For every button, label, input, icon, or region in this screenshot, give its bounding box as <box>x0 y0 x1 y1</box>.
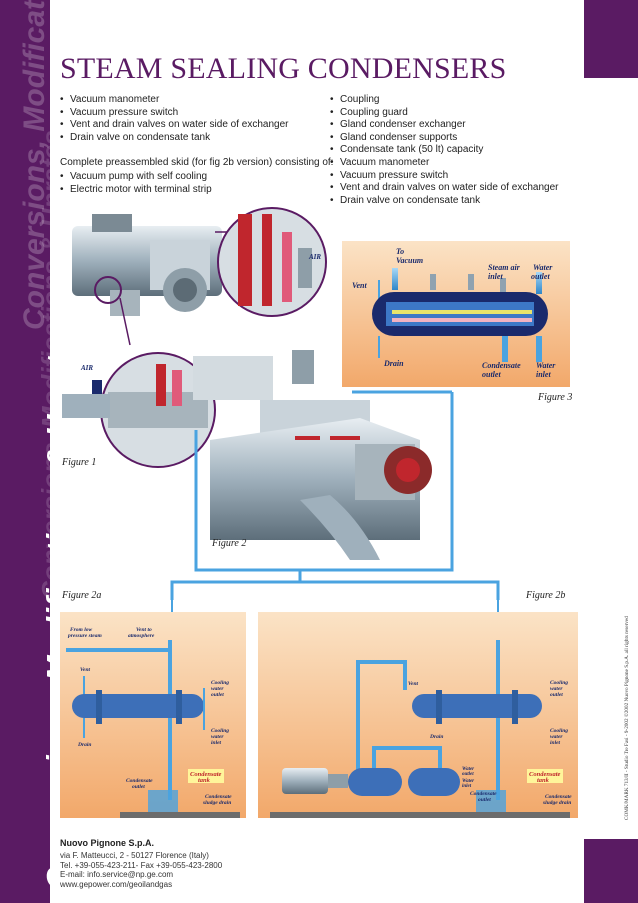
list-item: Drain valve on condensate tank <box>60 132 288 145</box>
side-band: Conversions, Modifications & Uprates Con… <box>0 0 50 903</box>
list-item: Vacuum manometer <box>330 157 558 170</box>
phone-line: Tel. +39-055-423-211- Fax +39-055-423-28… <box>60 860 223 870</box>
list-item: Vacuum manometer <box>60 94 288 107</box>
f2a-drain: Drain <box>77 742 91 748</box>
company-address: via F. Matteucci, 2 - 50127 Florence (It… <box>60 851 222 889</box>
list-item: Drain valve on condensate tank <box>330 195 558 208</box>
f2a-cool-out-3: outlet <box>211 692 224 698</box>
f2a-cond-tank-2: tank <box>198 777 211 784</box>
f2b-cool-in-3: inlet <box>550 740 561 746</box>
f2a-cond-outlet-1: Condensate <box>126 778 153 784</box>
list-item: Coupling guard <box>330 107 558 120</box>
corner-block-top <box>584 0 638 78</box>
f2b-cond-outlet-2: outlet <box>478 797 491 803</box>
f2b-cond-tank-2: tank <box>537 777 550 784</box>
list-item: Vent and drain valves on water side of e… <box>330 182 558 195</box>
f2b-cond-outlet-1: Condensate <box>470 791 497 797</box>
f2a-vent-to-2: atmosphere <box>128 633 155 639</box>
figure-2b-panel <box>258 612 578 818</box>
fig3-cond-outlet-1: Condensate <box>482 361 521 370</box>
fig3-drain: Drain <box>383 359 404 368</box>
list-item: Gland condenser exchanger <box>330 119 558 132</box>
fig3-water-inlet-2: inlet <box>536 370 551 379</box>
fig3-to-vacuum-1: To <box>396 247 404 256</box>
f2b-sludge-2: sludge drain <box>542 800 571 806</box>
fig3-water-outlet-2: outlet <box>531 272 550 281</box>
skid-bullet-list: Vacuum pump with self cooling Electric m… <box>60 171 212 196</box>
f2a-vent: Vent <box>80 667 91 673</box>
f2a-sludge-2: sludge drain <box>202 800 231 806</box>
f2a-vent-to-1: Vent to <box>136 627 152 633</box>
list-item: Gland condenser supports <box>330 132 558 145</box>
f2b-drain: Drain <box>429 734 443 740</box>
figure-3-caption: Figure 3 <box>538 392 573 403</box>
figure-2-caption: Figure 2 <box>212 538 247 549</box>
fig3-water-inlet-1: Water <box>536 361 556 370</box>
copyright-credit: COMK/MARK 713/II - Studio Tre Fasi - 9-2… <box>624 616 630 820</box>
fig1-air-top: AIR <box>308 253 321 261</box>
email-line[interactable]: E-mail: info.service@np.ge.com <box>60 870 174 880</box>
f2a-cool-in-1: Cooling <box>211 728 229 734</box>
f2a-cool-out-1: Cooling <box>211 680 229 686</box>
figure-1-illustration <box>62 207 327 468</box>
list-item: Vacuum pressure switch <box>60 107 288 120</box>
f2a-cond-outlet-2: outlet <box>132 784 145 790</box>
right-bullet-list: Coupling Coupling guard Gland condenser … <box>330 94 558 207</box>
f2a-from-low-2: pressure steam <box>67 633 102 639</box>
figure-2-illustration <box>193 350 432 560</box>
figure-2b-caption: Figure 2b <box>526 590 566 601</box>
page-title: STEAM SEALING CONDENSERS <box>60 52 507 85</box>
f2b-cool-in-1: Cooling <box>550 728 568 734</box>
f2b-cool-out-3: outlet <box>550 692 563 698</box>
f2b-cond-tank-1: Condensate <box>529 771 561 778</box>
corner-block-bottom <box>584 839 638 903</box>
f2b-water-outlet-1: Water <box>462 767 474 772</box>
company-name: Nuovo Pignone S.p.A. <box>60 838 154 848</box>
fig3-steam-air-2: inlet <box>488 272 503 281</box>
f2b-water-outlet-2: outlet <box>462 772 474 777</box>
f2a-sludge-1: Condensate <box>205 794 232 800</box>
f2b-vent: Vent <box>408 681 419 687</box>
left-bullet-list: Vacuum manometer Vacuum pressure switch … <box>60 94 288 144</box>
fig3-cond-outlet-2: outlet <box>482 370 501 379</box>
list-item: Condensate tank (50 lt) capacity <box>330 144 558 157</box>
figure-2a-caption: Figure 2a <box>62 590 102 601</box>
website-line[interactable]: www.gepower.com/geoilandgas <box>60 879 173 889</box>
f2a-cool-in-2: water <box>211 734 224 740</box>
figure-2a-panel <box>60 612 246 818</box>
f2b-cool-out-1: Cooling <box>550 680 568 686</box>
fig3-vent: Vent <box>352 281 367 290</box>
cond-tank-box-2b <box>527 769 563 783</box>
f2b-cool-out-2: water <box>550 686 563 692</box>
cond-tank-box-2a <box>188 769 224 783</box>
f2b-sludge-1: Condensate <box>545 794 572 800</box>
address-line: via F. Matteucci, 2 - 50127 Florence (It… <box>60 851 209 860</box>
f2a-cond-tank-1: Condensate <box>190 771 222 778</box>
figure-3-panel <box>342 241 570 387</box>
skid-intro: Complete preassembled skid (for fig 2b v… <box>60 157 334 168</box>
f2b-cool-in-2: water <box>550 734 563 740</box>
f2a-cool-in-3: inlet <box>211 740 222 746</box>
list-item: Vent and drain valves on water side of e… <box>60 119 288 132</box>
list-item: Vacuum pump with self cooling <box>60 171 212 184</box>
fig1-air-left: AIR <box>80 364 93 372</box>
list-item: Electric motor with terminal strip <box>60 184 212 197</box>
list-item: Vacuum pressure switch <box>330 170 558 183</box>
f2a-from-low-1: From low <box>70 627 92 633</box>
fig3-to-vacuum-2: Vacuum <box>396 256 423 265</box>
fig3-steam-air-1: Steam air <box>488 263 521 272</box>
list-item: Coupling <box>330 94 558 107</box>
f2b-water-inlet-2: inlet <box>462 784 472 789</box>
f2a-cool-out-2: water <box>211 686 224 692</box>
figure-1-caption: Figure 1 <box>62 457 97 468</box>
f2b-water-inlet-1: Water <box>462 779 474 784</box>
fig3-water-outlet-1: Water <box>533 263 553 272</box>
